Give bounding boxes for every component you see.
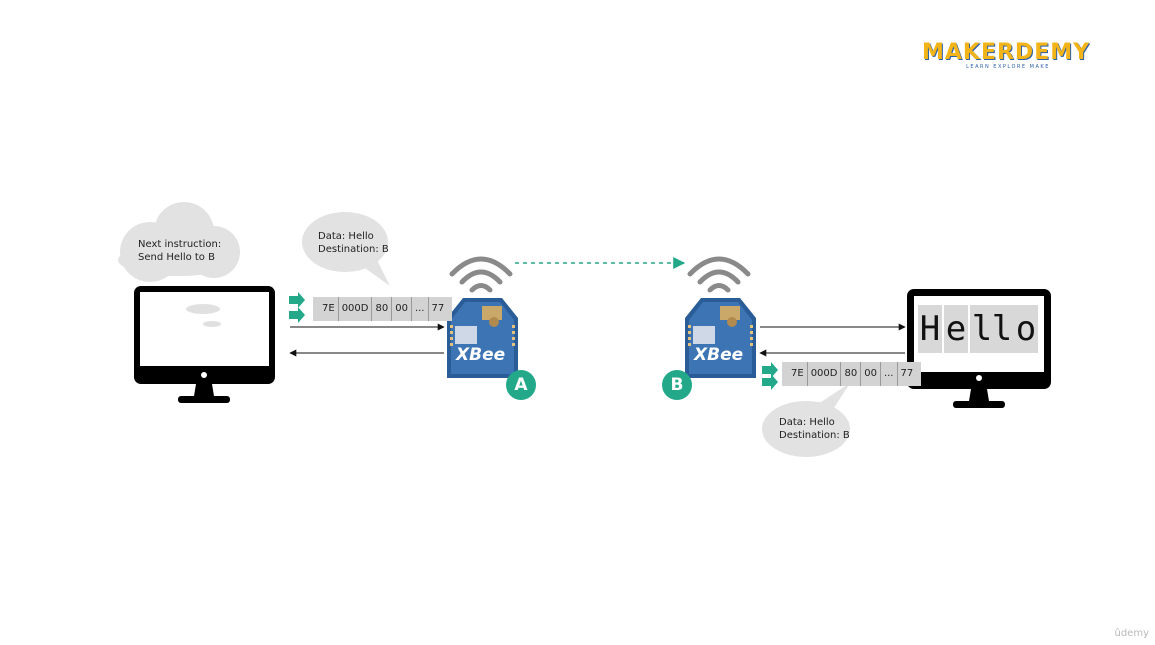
packet-field: ... [881, 362, 898, 386]
node-label-a: A [506, 370, 536, 400]
packet-field: ... [412, 297, 429, 321]
packet-field: 000D [808, 362, 842, 386]
input-arrows-left [289, 292, 305, 323]
packet-field: 77 [431, 303, 445, 314]
node-label-b: B [662, 370, 692, 400]
xbee-brand-label-b: XBee [694, 345, 744, 365]
bubble-b-line-2: Destination: B [779, 430, 850, 441]
bubble-a-text: Data: Hello Destination: B [318, 230, 389, 256]
packet-field: 00 [392, 297, 412, 321]
bubble-b-text: Data: Hello Destination: B [779, 416, 850, 442]
packet-field: 80 [841, 362, 862, 386]
cloud-line-1: Next instruction: [138, 239, 222, 250]
packet-field: 7E [782, 362, 808, 386]
screen-letter: H [918, 305, 942, 353]
speech-bubble-b [762, 383, 850, 457]
speech-bubble-a [302, 212, 390, 286]
xbee-module-a [447, 298, 518, 378]
screen-letter: l [990, 305, 1014, 353]
bubble-a-line-1: Data: Hello [318, 231, 374, 242]
bubble-b-line-1: Data: Hello [779, 417, 835, 428]
cloud-text: Next instruction: Send Hello to B [138, 238, 221, 264]
wifi-icon [687, 256, 751, 293]
packet-field: 80 [372, 297, 393, 321]
packet-field: 77 [900, 368, 914, 379]
packet-field: 7E [313, 297, 339, 321]
packet-field: 00 [861, 362, 881, 386]
xbee-module-b [685, 298, 756, 378]
computer-monitor-left [134, 286, 275, 403]
screen-letter: e [944, 305, 968, 353]
thought-cloud [118, 202, 240, 282]
wifi-icon [449, 256, 513, 293]
api-frame-packet-a: 7E 000D 80 00 ... 77 [313, 297, 453, 321]
makerdemy-logo: MAKERDEMY [922, 40, 1091, 65]
packet-field: 000D [339, 297, 373, 321]
bubble-a-line-2: Destination: B [318, 244, 389, 255]
screen-letter: o [1014, 305, 1038, 353]
xbee-brand-label-a: XBee [456, 345, 506, 365]
api-frame-packet-b: 7E 000D 80 00 ... 77 [782, 362, 922, 386]
makerdemy-tagline: LEARN EXPLORE MAKE [966, 64, 1050, 70]
input-arrows-right [762, 362, 778, 390]
udemy-watermark: ûdemy [1114, 628, 1150, 639]
cloud-line-2: Send Hello to B [138, 252, 215, 263]
